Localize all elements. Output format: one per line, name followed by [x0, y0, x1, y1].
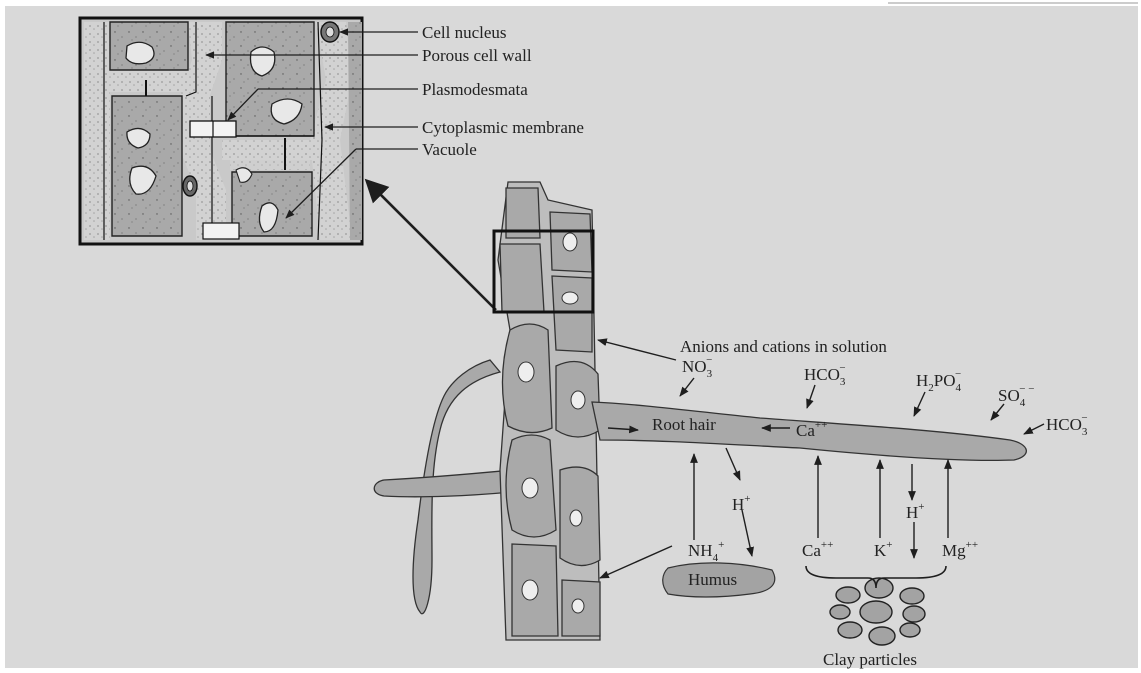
label-clay-particles: Clay particles — [823, 650, 917, 669]
label-cytoplasmic-membrane: Cytoplasmic membrane — [422, 118, 584, 137]
label-plasmodesmata: Plasmodesmata — [422, 80, 528, 99]
label-root-hair: Root hair — [652, 415, 716, 434]
label-vacuole: Vacuole — [422, 140, 477, 159]
label-humus: Humus — [688, 570, 737, 589]
label-cell-nucleus: Cell nucleus — [422, 23, 507, 42]
magnified-cell-inset — [80, 18, 362, 244]
clay-particles — [830, 578, 925, 645]
label-porous-cell-wall: Porous cell wall — [422, 46, 532, 65]
